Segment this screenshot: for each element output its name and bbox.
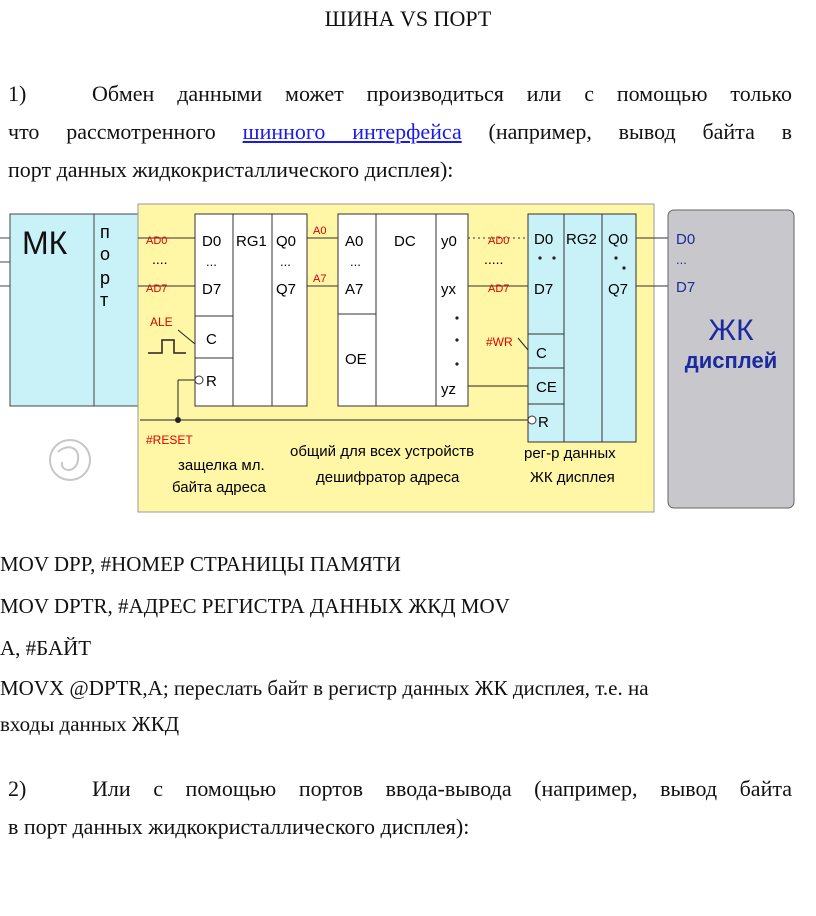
paragraph-2-line1: Или с помощью портов ввода-вывода (напри… xyxy=(92,776,792,801)
right-dots: ..... xyxy=(484,251,503,267)
paragraph-2-number: 2) xyxy=(8,776,27,801)
port-letter-3: р xyxy=(100,268,110,288)
paragraph-1-line2-pre: что рассмотренного xyxy=(8,119,216,144)
ad7-right-label: AD7 xyxy=(488,283,509,295)
latch-q0: Q0 xyxy=(276,233,296,250)
paragraph-1-line2-post: (например, вывод байта в xyxy=(488,119,793,144)
lcd-title-2: дисплей xyxy=(685,348,777,373)
lcd-d0: D0 xyxy=(676,231,695,248)
reg-rg2: RG2 xyxy=(566,231,597,248)
reg-ce: CE xyxy=(536,379,557,396)
code-line-4: MOVX @DPTR,A; переслать байт в регистр д… xyxy=(0,676,649,700)
wr-label: #WR xyxy=(486,335,513,349)
ad0-right-label: AD0 xyxy=(488,235,509,247)
code-line-5: входы данных ЖКД xyxy=(0,712,180,736)
page-title: ШИНА VS ПОРТ xyxy=(324,6,492,31)
data-register-block xyxy=(527,213,637,443)
paragraph-1-line2: что рассмотренного шинного интерфейса (н… xyxy=(8,113,792,151)
paragraph-2: 2) Или с помощью портов ввода-вывода (на… xyxy=(0,770,816,846)
decoder-a7: A7 xyxy=(345,281,363,298)
mid-a0-label: A0 xyxy=(313,225,326,237)
latch-caption-1: защелка мл. xyxy=(178,457,265,474)
lcd-d7: D7 xyxy=(676,279,695,296)
latch-dots-out: ... xyxy=(280,254,291,269)
decoder-dots: ... xyxy=(350,254,361,269)
code-line-3: A, #БАЙТ xyxy=(0,636,92,660)
reset-label: #RESET xyxy=(146,433,193,447)
decoder-caption-1: общий для всех устройств xyxy=(290,443,474,460)
port-letter-2: о xyxy=(100,244,110,264)
bus-diagram: МК п о р т AD0 .... AD7 ALE #RESET D0 ..… xyxy=(0,203,795,513)
code-line-2: MOV DPTR, #АДРЕС РЕГИСТРА ДАННЫХ ЖКД MOV xyxy=(0,594,510,618)
mid-a7-label: A7 xyxy=(313,273,326,285)
reg-caption-1: рег-р данных xyxy=(524,445,616,462)
watermark-logo xyxy=(49,439,91,481)
code-block-2: MOVX @DPTR,A; переслать байт в регистр д… xyxy=(0,670,816,742)
latch-c: C xyxy=(206,331,217,348)
latch-d7: D7 xyxy=(202,281,221,298)
ale-label: ALE xyxy=(150,315,173,329)
decoder-yz: yz xyxy=(441,381,456,398)
bus-interface-link[interactable]: шинного интерфейса xyxy=(242,119,462,144)
reg-d0: D0 xyxy=(534,231,553,248)
lcd-dots: ... xyxy=(676,252,687,267)
ad0-left-label: AD0 xyxy=(146,235,167,247)
paragraph-1: 1) Обмен данными может производиться или… xyxy=(0,75,816,189)
decoder-y0: y0 xyxy=(441,233,457,250)
decoder-block xyxy=(337,213,469,407)
reg-c: C xyxy=(536,345,547,362)
decoder-caption-2: дешифратор адреса xyxy=(316,469,460,486)
decoder-yx: yx xyxy=(441,281,457,298)
mk-label: МК xyxy=(22,225,68,261)
reg-d7: D7 xyxy=(534,281,553,298)
ale-pulse-icon xyxy=(148,339,186,354)
reg-q7: Q7 xyxy=(608,281,628,298)
left-dots: .... xyxy=(152,251,168,267)
code-line-1: MOV DPP, #НОМЕР СТРАНИЦЫ ПАМЯТИ xyxy=(0,552,401,576)
decoder-oe: OE xyxy=(345,351,367,368)
decoder-a0: A0 xyxy=(345,233,363,250)
ad7-left-label: AD7 xyxy=(146,283,167,295)
paragraph-1-number: 1) xyxy=(8,81,27,106)
reg-caption-2: ЖК дисплея xyxy=(530,469,615,486)
latch-dots-in: ... xyxy=(206,254,217,269)
lcd-display-block xyxy=(667,209,795,509)
decoder-dc: DC xyxy=(394,233,416,250)
latch-block xyxy=(194,213,308,407)
paragraph-1-line3: порт данных жидкокристаллического диспле… xyxy=(8,157,454,182)
reg-r: R xyxy=(538,414,549,431)
paragraph-1-line1: Обмен данными может производиться или с … xyxy=(92,81,792,106)
port-letter-4: т xyxy=(100,290,108,310)
paragraph-2-line2: в порт данных жидкокристаллического дисп… xyxy=(8,814,470,839)
latch-r: R xyxy=(206,373,217,390)
code-block: MOV DPP, #НОМЕР СТРАНИЦЫ ПАМЯТИ MOV DPTR… xyxy=(0,543,816,669)
mk-block xyxy=(9,213,139,407)
lcd-title-1: ЖК xyxy=(708,314,754,347)
latch-rg1: RG1 xyxy=(236,233,267,250)
latch-caption-2: байта адреса xyxy=(172,479,266,496)
latch-q7: Q7 xyxy=(276,281,296,298)
port-letter-1: п xyxy=(100,222,110,242)
latch-d0: D0 xyxy=(202,233,221,250)
reg-q0: Q0 xyxy=(608,231,628,248)
